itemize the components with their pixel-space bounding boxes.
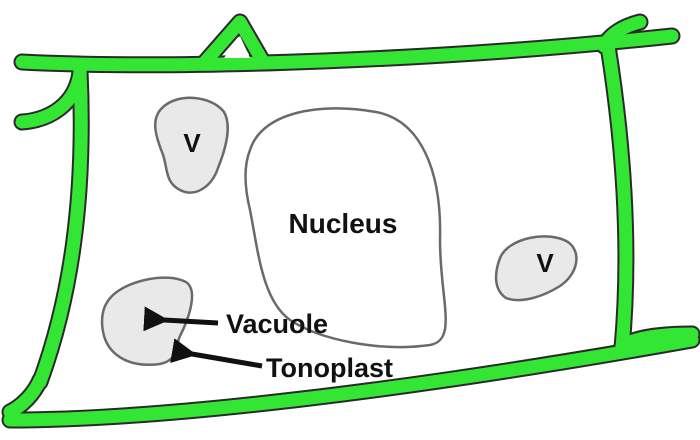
vacuole-label: Vacuole [226, 309, 328, 339]
small-vacuole-top [154, 96, 229, 194]
tonoplast-label: Tonoplast [266, 353, 393, 383]
small-vacuole-right [494, 235, 578, 302]
vacuole-arrow [143, 306, 219, 332]
small-vacuole-right-label: V [536, 248, 554, 278]
wall-peak-notch [224, 36, 250, 58]
nucleus-shape [244, 107, 447, 349]
cell-wall [1, 13, 700, 429]
small-vacuole-top-label: V [183, 128, 201, 158]
nucleus-label: Nucleus [289, 208, 398, 239]
tonoplast-arrow [170, 338, 263, 369]
cell-wall-fill [3, 15, 699, 427]
